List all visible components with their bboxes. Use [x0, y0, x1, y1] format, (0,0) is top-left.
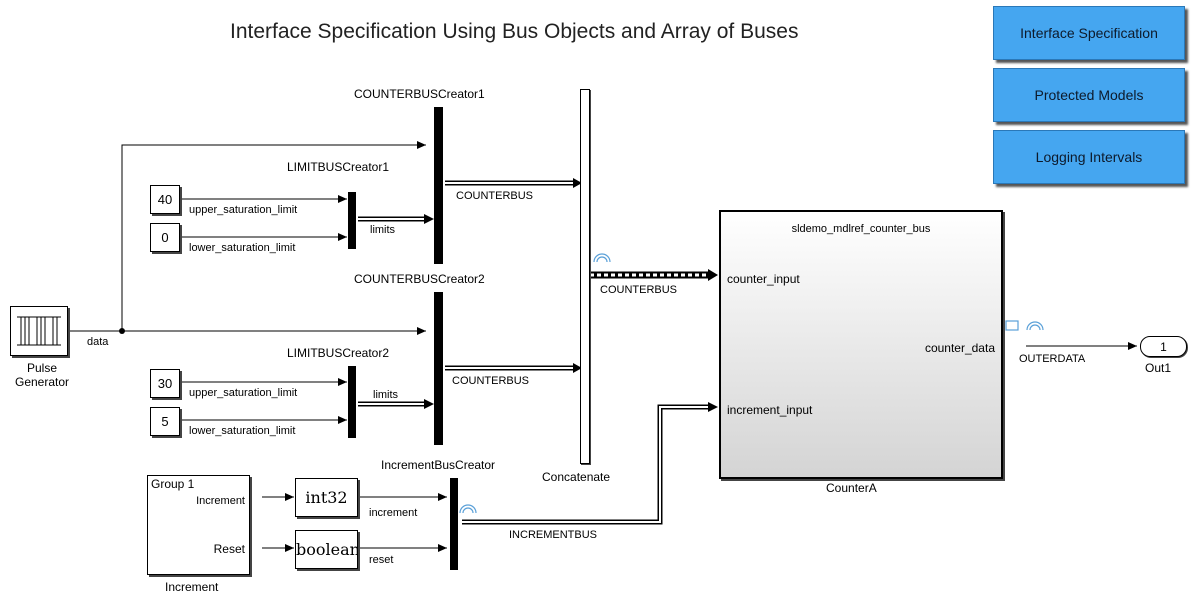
increment-bus-creator[interactable] [450, 478, 458, 570]
logging-intervals-button[interactable]: Logging Intervals [993, 130, 1185, 184]
signal-builder-port-increment: Increment [196, 495, 245, 507]
counter-bus-creator-2-label: COUNTERBUSCreator2 [354, 272, 485, 286]
counter-bus-creator-1[interactable] [434, 107, 443, 264]
pulse-generator-label: Pulse Generator [14, 361, 70, 389]
limits-signal-1: limits [370, 224, 396, 236]
limit-bus-creator-1-label: LIMITBUSCreator1 [287, 160, 390, 174]
signal-builder-group: Group 1 [151, 477, 195, 491]
limit-bus-creator-2-label: LIMITBUSCreator2 [287, 346, 390, 360]
counter-model-reference[interactable]: sldemo_mdlref_counter_bus counter_input … [719, 210, 1003, 479]
port-counter-data: counter_data [924, 341, 995, 355]
outerdata-signal: OUTERDATA [1019, 353, 1086, 365]
upper-limit-signal-2: upper_saturation_limit [189, 387, 298, 399]
interface-specification-button[interactable]: Interface Specification [993, 6, 1185, 60]
pulse-generator-block[interactable] [10, 306, 68, 356]
concatenate-block[interactable] [580, 89, 590, 464]
reset-signal: reset [369, 554, 394, 566]
bus-lines[interactable] [358, 178, 718, 525]
signal-builder-port-reset: Reset [213, 542, 245, 556]
branch-point [119, 328, 125, 334]
boolean-converter[interactable]: boolean [295, 530, 358, 569]
model-name: sldemo_mdlref_counter_bus [791, 223, 931, 235]
limit-signal-lines[interactable] [181, 195, 1137, 552]
data-signal-label: data [87, 336, 109, 348]
diagram-title: Interface Specification Using Bus Object… [230, 20, 799, 43]
int32-converter[interactable]: int32 [295, 478, 358, 517]
pulse-icon [17, 316, 61, 346]
counterbus-signal-1: COUNTERBUS [456, 190, 534, 202]
constant-upper-limit-2[interactable]: 30 [150, 369, 180, 398]
port-increment-input: increment_input [727, 403, 813, 417]
outport-label: Out1 [1145, 361, 1172, 375]
counter-bus-creator-1-label: COUNTERBUSCreator1 [354, 87, 485, 101]
limit-bus-creator-1[interactable] [348, 192, 356, 249]
upper-limit-signal-1: upper_saturation_limit [189, 204, 298, 216]
signal-builder-block[interactable]: Group 1 Increment Reset [147, 475, 250, 575]
signal-builder-label: Increment [165, 580, 219, 594]
lower-limit-signal-1: lower_saturation_limit [189, 242, 296, 254]
increment-signal: increment [369, 507, 418, 519]
constant-upper-limit-1[interactable]: 40 [150, 185, 180, 214]
increment-bus-creator-label: IncrementBusCreator [381, 458, 496, 472]
logging-icons [459, 253, 1044, 514]
counterbus-signal-2: COUNTERBUS [452, 375, 530, 387]
protected-models-button[interactable]: Protected Models [993, 68, 1185, 122]
concatenate-label: Concatenate [542, 470, 611, 484]
lower-limit-signal-2: lower_saturation_limit [189, 425, 296, 437]
counter-bus-creator-2[interactable] [434, 292, 443, 445]
outport-block[interactable]: 1 [1140, 336, 1187, 357]
limits-signal-2: limits [373, 389, 399, 401]
constant-lower-limit-2[interactable]: 5 [150, 407, 180, 436]
constant-lower-limit-1[interactable]: 0 [150, 223, 180, 252]
pulse-data-line[interactable] [68, 141, 426, 335]
counterbus-array-signal: COUNTERBUS [600, 284, 678, 296]
counter-block-label: CounterA [826, 481, 877, 495]
port-counter-input: counter_input [727, 272, 800, 286]
limit-bus-creator-2[interactable] [348, 366, 356, 438]
incrementbus-signal: INCREMENTBUS [509, 529, 598, 541]
